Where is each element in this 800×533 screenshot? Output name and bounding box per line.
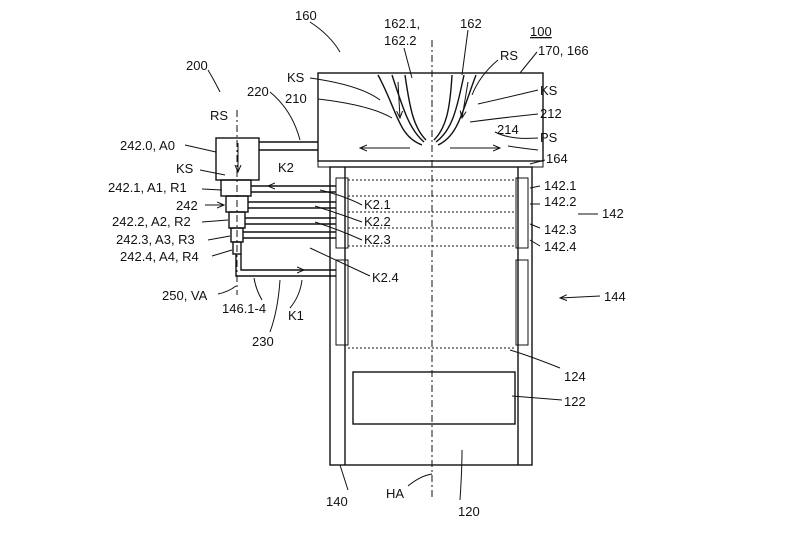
- label-140: 140: [326, 494, 348, 509]
- head-block: [317, 72, 544, 168]
- valve-unit: [215, 110, 336, 295]
- label-k2: K2: [278, 160, 294, 175]
- label-ha: HA: [386, 486, 404, 501]
- label-200: 200: [186, 58, 208, 73]
- label-162-1: 162.1,: [384, 16, 420, 31]
- label-ks-right: KS: [540, 83, 558, 98]
- label-ref-100: 100: [530, 24, 552, 39]
- label-142: 142: [602, 206, 624, 221]
- label-k2-2: K2.2: [364, 214, 391, 229]
- label-120: 120: [458, 504, 480, 519]
- label-142-2: 142.2: [544, 194, 577, 209]
- label-k2-1: K2.1: [364, 197, 391, 212]
- label-122: 122: [564, 394, 586, 409]
- label-212: 212: [540, 106, 562, 121]
- leader-lines: [184, 21, 601, 501]
- label-k1: K1: [288, 308, 304, 323]
- label-250-va: 250, VA: [162, 288, 208, 303]
- label-162-2: 162.2: [384, 33, 417, 48]
- label-146: 146.1-4: [222, 301, 266, 316]
- label-ks-left: KS: [176, 161, 194, 176]
- label-214: 214: [497, 122, 519, 137]
- label-142-1: 142.1: [544, 178, 577, 193]
- label-142-4: 142.4: [544, 239, 577, 254]
- labels: 100 160 162.1, 162.2 162 170, 166 200 RS…: [108, 8, 626, 519]
- label-220: 220: [247, 84, 269, 99]
- label-124: 124: [564, 369, 586, 384]
- label-162: 162: [460, 16, 482, 31]
- label-242-1: 242.1, A1, R1: [108, 180, 187, 195]
- label-242-0: 242.0, A0: [120, 138, 175, 153]
- label-k2-3: K2.3: [364, 232, 391, 247]
- label-rs-left: RS: [210, 108, 228, 123]
- label-164: 164: [546, 151, 568, 166]
- label-242-4: 242.4, A4, R4: [120, 249, 199, 264]
- label-144: 144: [604, 289, 626, 304]
- label-ps: PS: [540, 130, 558, 145]
- label-242: 242: [176, 198, 198, 213]
- label-242-2: 242.2, A2, R2: [112, 214, 191, 229]
- label-242-3: 242.3, A3, R3: [116, 232, 195, 247]
- label-230: 230: [252, 334, 274, 349]
- housing: [329, 166, 533, 466]
- label-k2-4: K2.4: [372, 270, 399, 285]
- label-142-3: 142.3: [544, 222, 577, 237]
- label-160: 160: [295, 8, 317, 23]
- label-ks-top: KS: [287, 70, 305, 85]
- label-rs-right: RS: [500, 48, 518, 63]
- label-210: 210: [285, 91, 307, 106]
- label-170-166: 170, 166: [538, 43, 589, 58]
